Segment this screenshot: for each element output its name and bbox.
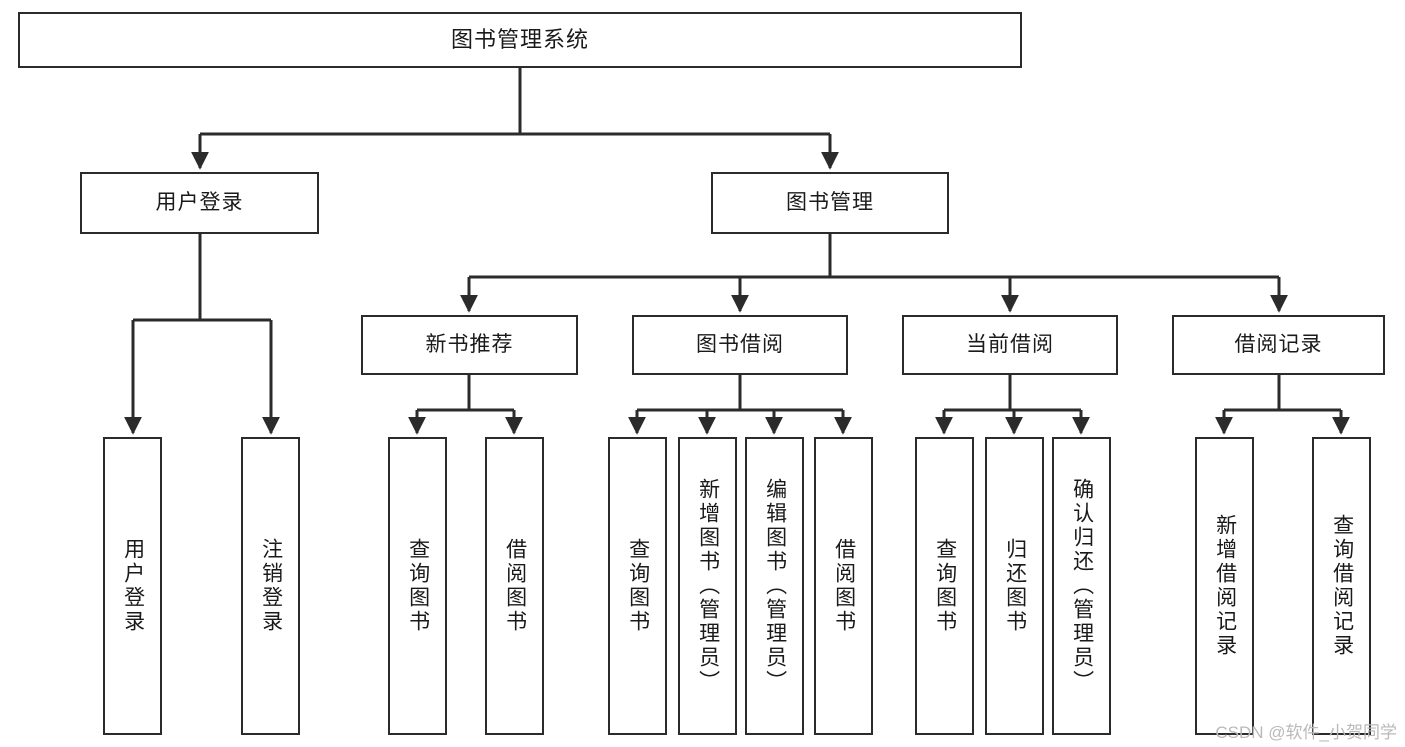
node-label: 编辑图书（管理员） xyxy=(763,478,787,694)
node-label: 查询图书 xyxy=(406,538,430,634)
node-bb-edit-book[interactable]: 编辑图书（管理员） xyxy=(745,437,804,735)
node-label: 用户登录 xyxy=(155,191,244,215)
node-br-add-record[interactable]: 新增借阅记录 xyxy=(1195,437,1254,735)
node-label: 查询图书 xyxy=(626,538,650,634)
node-root[interactable]: 图书管理系统 xyxy=(18,12,1022,68)
node-label: 新增图书（管理员） xyxy=(696,478,720,694)
node-user-logout[interactable]: 注销登录 xyxy=(241,437,300,735)
node-br-query-record[interactable]: 查询借阅记录 xyxy=(1312,437,1371,735)
node-bb-query-book[interactable]: 查询图书 xyxy=(608,437,667,735)
node-borrow-record[interactable]: 借阅记录 xyxy=(1172,315,1385,375)
node-label: 查询图书 xyxy=(933,538,957,634)
node-label: 图书管理 xyxy=(786,191,874,215)
node-nbr-query-book[interactable]: 查询图书 xyxy=(388,437,447,735)
node-label: 新增借阅记录 xyxy=(1213,514,1237,658)
node-cb-query-book[interactable]: 查询图书 xyxy=(915,437,974,735)
watermark: CSDN @软件_小贺同学 xyxy=(1215,723,1397,742)
node-current-borrow[interactable]: 当前借阅 xyxy=(902,315,1118,375)
node-label: 用户登录 xyxy=(121,538,145,634)
node-nbr-borrow-book[interactable]: 借阅图书 xyxy=(485,437,544,735)
node-cb-confirm-return[interactable]: 确认归还（管理员） xyxy=(1052,437,1111,735)
node-label: 借阅记录 xyxy=(1234,333,1323,357)
node-book-borrow[interactable]: 图书借阅 xyxy=(632,315,848,375)
node-user-login-do[interactable]: 用户登录 xyxy=(103,437,162,735)
node-cb-return-book[interactable]: 归还图书 xyxy=(985,437,1044,735)
node-new-book-recommend[interactable]: 新书推荐 xyxy=(361,315,578,375)
node-label: 归还图书 xyxy=(1003,538,1027,634)
node-label: 图书管理系统 xyxy=(450,26,589,52)
node-label: 新书推荐 xyxy=(425,333,514,357)
node-bb-add-book[interactable]: 新增图书（管理员） xyxy=(678,437,737,735)
node-label: 借阅图书 xyxy=(832,538,856,634)
node-bb-borrow-book[interactable]: 借阅图书 xyxy=(814,437,873,735)
node-label: 查询借阅记录 xyxy=(1330,514,1354,658)
node-book-manage[interactable]: 图书管理 xyxy=(711,172,949,234)
node-label: 图书借阅 xyxy=(696,333,784,357)
node-label: 注销登录 xyxy=(259,538,283,634)
node-label: 借阅图书 xyxy=(503,538,527,634)
node-user-login[interactable]: 用户登录 xyxy=(80,172,319,234)
node-label: 当前借阅 xyxy=(966,333,1054,357)
node-label: 确认归还（管理员） xyxy=(1070,478,1094,694)
